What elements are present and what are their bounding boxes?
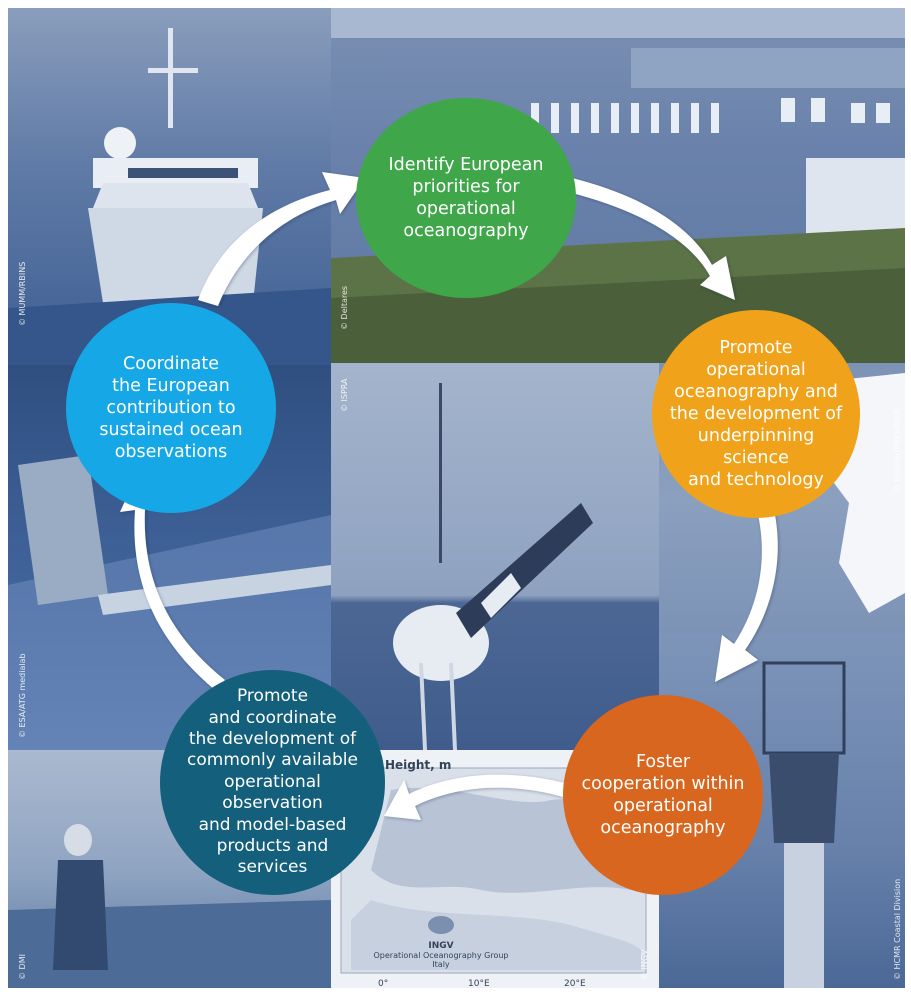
arrow-contrib-to-identify (198, 172, 365, 306)
map-tick-0: 0° (378, 979, 388, 988)
map-org-line2: Italy (432, 960, 450, 969)
map-org-short: INGV (428, 941, 453, 951)
node-promote-science: Promote operational oceanography and the… (652, 310, 860, 518)
node-identify-text: Identify European priorities for operati… (388, 154, 544, 242)
map-title: Height, m (385, 758, 451, 772)
node-coordinate-contribution: Coordinate the European contribution to … (66, 303, 276, 513)
person-illustration (8, 824, 331, 988)
map-bottom-photo: Height, m INGV Operational Oceanography … (331, 750, 659, 988)
node-coordinate-development: Promote and coordinate the development o… (160, 670, 385, 895)
buoy-illustration (393, 383, 593, 750)
buoy-photo (331, 363, 659, 750)
node-foster-text: Foster cooperation within operational oc… (581, 751, 745, 839)
arrow-foster-to-dev (384, 774, 590, 820)
ingv-logo-icon (428, 916, 454, 934)
sea-height-map: Height, m INGV Operational Oceanography … (340, 758, 647, 988)
node-identify-priorities: Identify European priorities for operati… (356, 98, 576, 298)
arrow-identify-to-promote (568, 178, 735, 300)
map-org-line1: Operational Oceanography Group (373, 951, 508, 960)
node-coordinate-development-text: Promote and coordinate the development o… (187, 686, 358, 878)
tower-photo (659, 633, 905, 988)
arrow-promote-to-foster (715, 470, 778, 682)
tower-illustration (762, 661, 846, 988)
map-tick-2: 20°E (564, 979, 586, 988)
node-promote-text: Promote operational oceanography and the… (669, 337, 843, 491)
map-tick-1: 10°E (468, 979, 490, 988)
node-foster-cooperation: Foster cooperation within operational oc… (563, 695, 763, 895)
node-coordinate-contribution-text: Coordinate the European contribution to … (99, 353, 243, 463)
